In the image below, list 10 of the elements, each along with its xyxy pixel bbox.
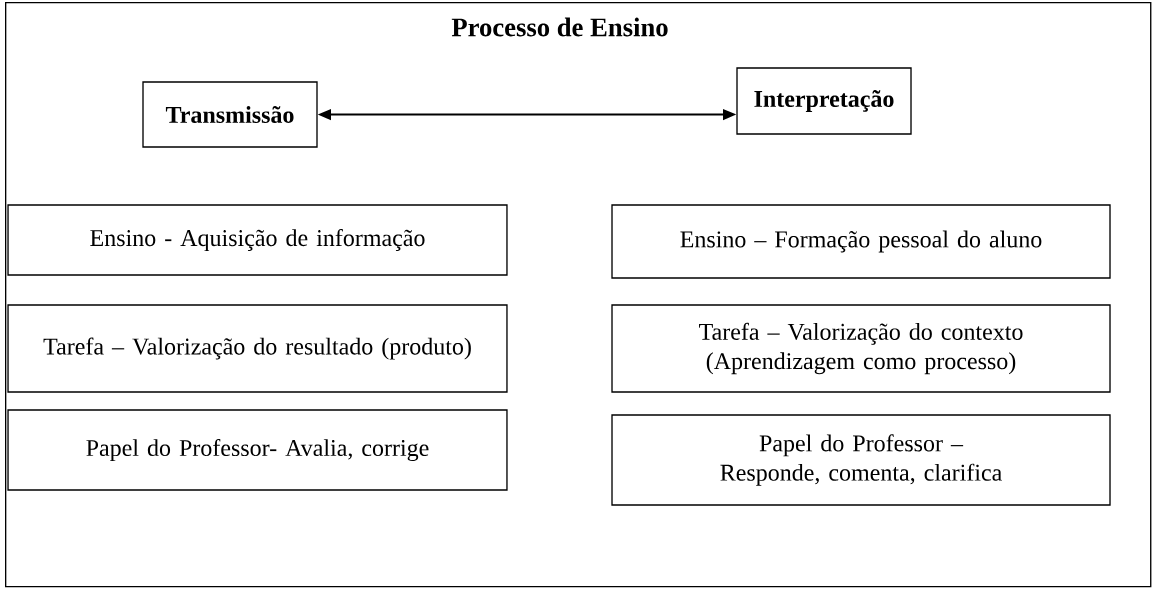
frame [5,2,1152,588]
text-box: Tarefa – Valorização do resultado (produto) [7,304,508,393]
text-box: Ensino - Aquisição de informação [7,204,508,276]
text-box: Interpretação [736,67,912,135]
text-box: Transmissão [142,81,318,148]
text-box: Papel do Professor – Responde, comenta, clarifica [611,414,1111,506]
text-box: Ensino – Formação pessoal do aluno [611,204,1111,279]
text-box: Papel do Professor- Avalia, corrige [7,409,508,491]
title: Processo de Ensino [451,17,668,37]
text-box: Tarefa – Valorização do contexto (Aprendizagem como processo) [611,304,1111,393]
